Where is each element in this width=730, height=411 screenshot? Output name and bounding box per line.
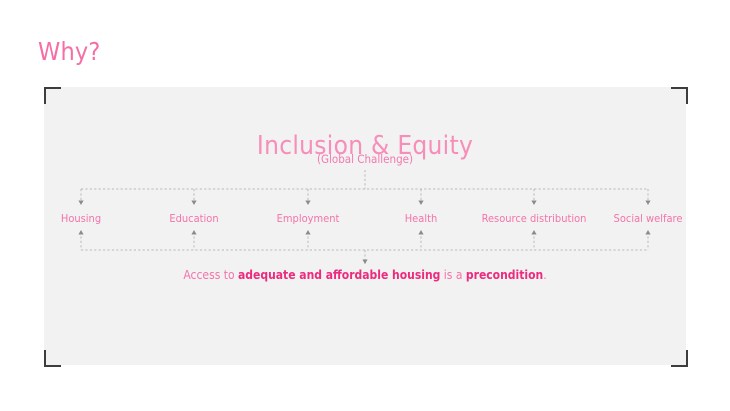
statement-emphasis1: adequate and affordable housing (238, 268, 441, 282)
diagram-node-label: Health (404, 212, 438, 225)
page-title: Why? (38, 37, 101, 66)
corner-bracket-bottom-right-icon (671, 350, 688, 367)
diagram-node-label: Resource distribution (481, 212, 587, 225)
diagram-node-label: Education (169, 212, 219, 225)
statement-part2: is a (440, 268, 466, 282)
diagram-subtitle: (Global Challenge) (316, 152, 414, 166)
statement-text: Access to adequate and affordable housin… (0, 267, 730, 283)
diagram-node-label: Employment (276, 212, 340, 225)
corner-bracket-bottom-left-icon (44, 350, 61, 367)
diagram-title: Inclusion & Equity (256, 131, 474, 161)
statement-part1: Access to (183, 268, 239, 282)
diagram-node-label: Housing (60, 212, 102, 225)
statement-part3: . (543, 268, 547, 282)
diagram-node-label: Social welfare (613, 212, 683, 225)
corner-bracket-top-left-icon (44, 87, 61, 104)
statement-emphasis2: precondition (465, 268, 544, 282)
corner-bracket-top-right-icon (671, 87, 688, 104)
content-panel (44, 87, 686, 365)
